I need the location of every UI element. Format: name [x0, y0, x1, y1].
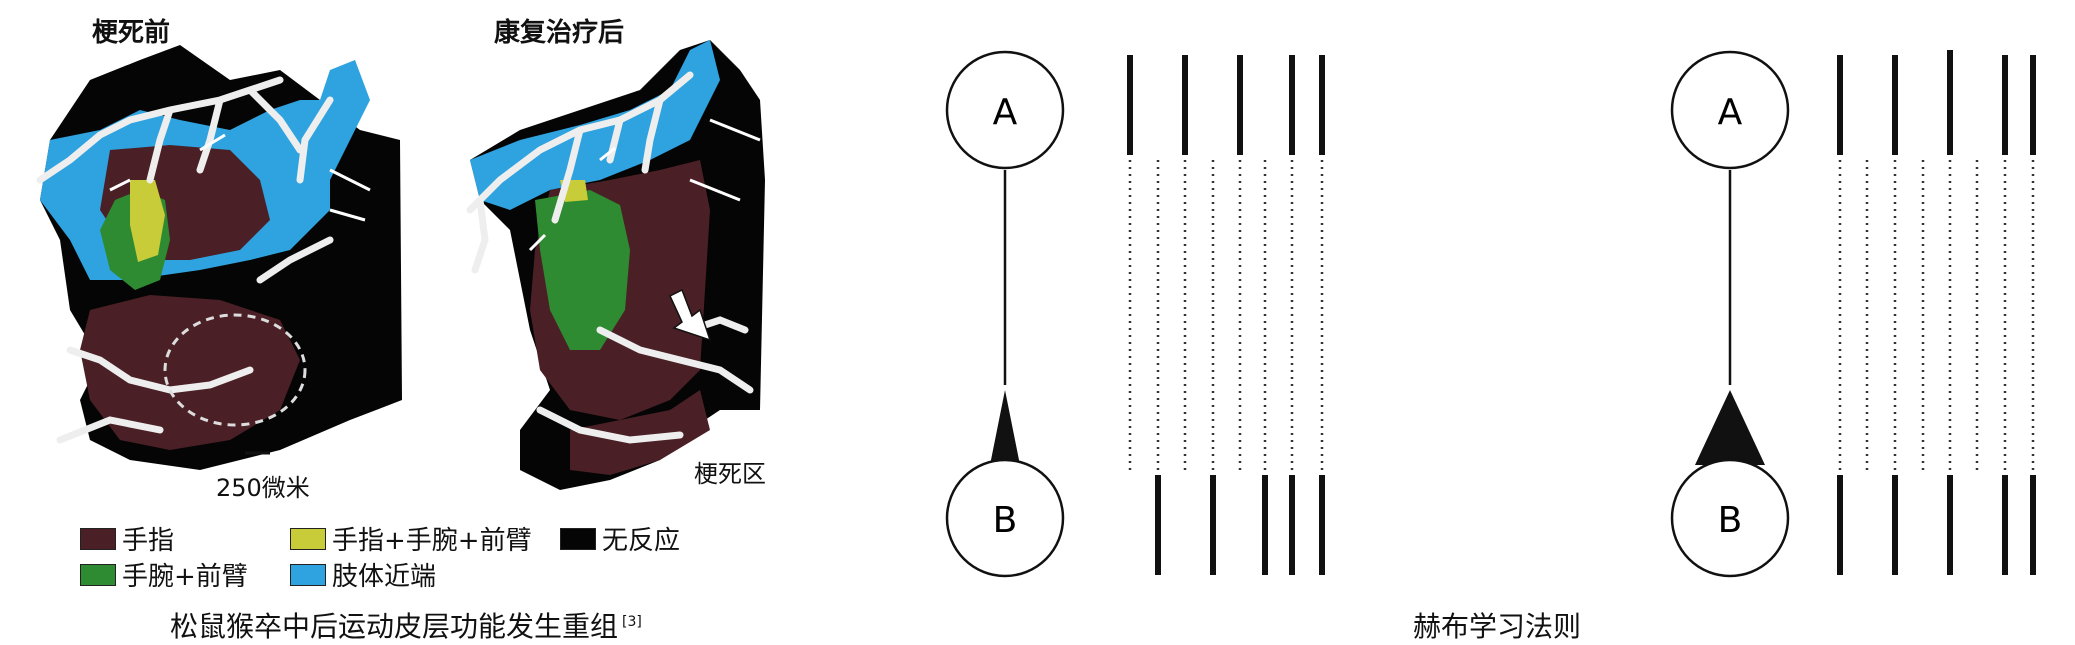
map-after-finger-lower-area	[570, 390, 710, 475]
legend-swatch-finger-wrist-forearm	[290, 527, 326, 550]
map-before-title: 梗死前	[92, 18, 171, 48]
legend-label: 手指	[122, 526, 175, 556]
hebb-weak-label-a: A	[993, 92, 1018, 133]
map-after-arrow	[528, 118, 761, 252]
legend-swatch-unresponsive	[560, 527, 596, 550]
hebb-strong-node-b	[1670, 458, 1790, 578]
legend-label: 手腕+前臂	[122, 562, 248, 592]
map-before-arrow	[109, 133, 371, 222]
legend-item-finger: 手指	[80, 520, 174, 557]
infarct-pointer-arrow	[669, 288, 712, 342]
legend-item-unresponsive: 无反应	[560, 520, 680, 557]
map-before-finger-lower-area	[80, 295, 300, 450]
hebb-strong-synapse	[1695, 390, 1765, 465]
map-legend: 手指 手指+手腕+前臂 无反应 手腕+前臂 肢体近端	[80, 520, 700, 600]
map-after-rehab	[466, 40, 765, 490]
hebb-weak-dotted-guides	[1128, 160, 1324, 475]
map-before-infarct-outline	[163, 313, 307, 427]
legend-item-finger-wrist-forearm: 手指+手腕+前臂	[290, 520, 532, 557]
map-before-vessel-lower	[56, 236, 334, 444]
map-before-finger-wrist-area	[130, 180, 165, 262]
legend-label: 肢体近端	[332, 562, 437, 592]
hebb-weak-label-b: B	[993, 500, 1018, 541]
map-before-vessel	[36, 76, 334, 184]
map-after-vessel	[466, 71, 694, 274]
hebb-weak-node-a	[945, 50, 1065, 170]
legend-item-proximal-limb: 肢体近端	[290, 556, 436, 593]
hebb-strong-dotted-guides	[1838, 160, 2035, 475]
scale-bar-label: 250微米	[216, 474, 310, 502]
legend-swatch-finger	[80, 527, 116, 550]
hebb-strong-spike-trains-bottom	[1837, 475, 2036, 575]
hebb-strong-label-b: B	[1718, 500, 1743, 541]
hebb-weak-spike-trains-top	[1127, 55, 1325, 155]
map-after-wrist-area	[535, 190, 630, 350]
hebb-weak-node-b	[945, 458, 1065, 578]
legend-swatch-wrist-forearm	[80, 563, 116, 586]
map-after-title: 康复治疗后	[494, 18, 625, 48]
left-caption: 松鼠猴卒中后运动皮层功能发生重组[3]	[170, 605, 642, 645]
hebb-diagram-weak: A B	[945, 50, 1325, 578]
infarct-label: 梗死区	[694, 460, 766, 488]
left-caption-text: 松鼠猴卒中后运动皮层功能发生重组	[170, 610, 619, 643]
map-before-infarct	[36, 45, 402, 470]
hebb-strong-node-a	[1670, 50, 1790, 170]
hebb-weak-synapse	[990, 390, 1020, 465]
legend-label: 手指+手腕+前臂	[332, 526, 532, 556]
hebb-strong-label-a: A	[1718, 92, 1743, 133]
right-caption: 赫布学习法则	[1413, 610, 1582, 643]
left-caption-reference: [3]	[622, 613, 642, 630]
hebb-diagram-strong: A B	[1670, 50, 2036, 578]
hebb-strong-spike-trains-top	[1837, 50, 2036, 155]
hebb-weak-spike-trains-bottom	[1155, 475, 1325, 575]
legend-label: 无反应	[602, 526, 681, 556]
legend-item-wrist-forearm: 手腕+前臂	[80, 556, 248, 593]
legend-swatch-proximal-limb	[290, 563, 326, 586]
